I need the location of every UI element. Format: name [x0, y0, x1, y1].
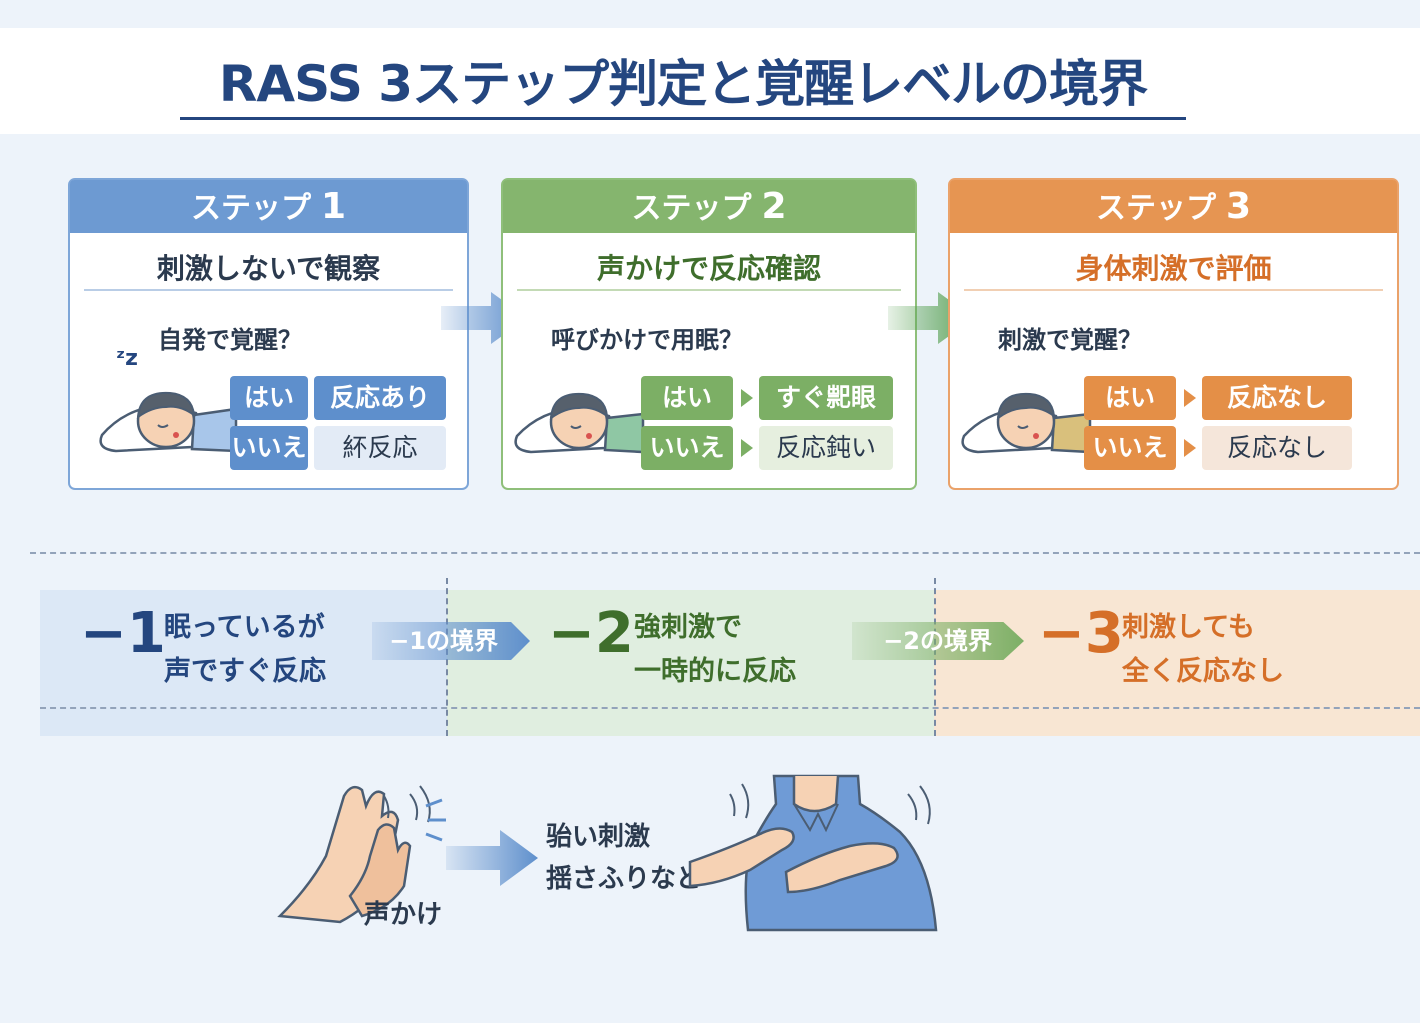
step-3-yes-arrow-icon [1184, 389, 1196, 407]
stimulus-line1: 骀い刺激 [546, 822, 651, 852]
step-3-yes-result: 反応なし [1202, 376, 1352, 420]
level-1-line1: 眠っているが [164, 612, 325, 643]
step-1-header: ステップ 1 [70, 180, 467, 233]
step-1-heading: 刺激しないで観察 [84, 247, 453, 291]
clapping-hands-icon [277, 785, 446, 924]
step-1-no-tag: いいえ [230, 426, 308, 470]
boundary-2-label: −2の境界 [852, 622, 1024, 660]
page-title: RASS 3ステップ判定と覚醒レベルの境界 [180, 48, 1186, 120]
boundary-1-label: −1の境界 [372, 622, 530, 660]
snore-z-icon: ᶻz [116, 346, 138, 371]
step-2-card: ステップ 2 声かけで反応確認 呼びかけで用眠？ はい すぐ䄐眼 いいえ 反応鈍い [501, 178, 917, 490]
step-1-question: 自発で覚醒？ [158, 326, 302, 354]
step-1-card: ステップ 1 刺激しないで観察 自発で覚醒？ ᶻz はい 反応あり いいえ 紑反応 [68, 178, 469, 490]
step-1-yes-result: 反応あり [314, 376, 446, 420]
step-3-number: 3 [1225, 186, 1252, 227]
stimulus-arrow-icon [446, 830, 538, 886]
step-2-yes-arrow-icon [741, 389, 753, 407]
step-3-card: ステップ 3 身体刺激で評価 刺激で覚醒？ はい 反応なし いいえ 反応なし [948, 178, 1399, 490]
level-3-line2: 全く反応なし [1122, 656, 1284, 687]
step-2-heading: 声かけで反応確認 [517, 247, 901, 291]
step-3-heading: 身体刺激で評価 [964, 247, 1383, 291]
step-2-no-tag: いいえ [641, 426, 733, 470]
step-2-number: 2 [761, 186, 787, 227]
step-3-no-result: 反応なし [1202, 426, 1352, 470]
step-2-no-arrow-icon [741, 439, 753, 457]
step-3-question: 刺激で覚醒？ [998, 326, 1142, 354]
step-3-yes-tag: はい [1084, 376, 1176, 420]
sleeping-patient-icon [514, 392, 645, 454]
step-1-no-result: 紑反応 [314, 426, 446, 470]
level-3-value: −3 [1038, 601, 1124, 666]
level-1-line2: 声ですぐ反応 [164, 656, 326, 687]
step-3-label: ステップ [1095, 191, 1216, 226]
level-3-zone [934, 590, 1420, 736]
step-3-no-tag: いいえ [1084, 426, 1176, 470]
stimulus-line2: 揺さふりなど [546, 864, 703, 894]
level-2-zone [447, 590, 934, 736]
title-band [0, 28, 1420, 134]
level-2-line1: 強刺激で [634, 612, 742, 643]
step-2-label: ステップ [631, 191, 752, 226]
level-1-zone [40, 590, 447, 736]
level-2-value: −2 [548, 601, 634, 666]
level-1-value: −1 [80, 601, 166, 666]
level-2-line2: 一時的に反応 [634, 656, 796, 687]
step-1-yes-tag: はい [230, 376, 308, 420]
step-3-no-arrow-icon [1184, 439, 1196, 457]
sleeping-patient-icon [961, 392, 1092, 454]
step-3-header: ステップ 3 [950, 180, 1397, 233]
shoulder-shake-icon [688, 774, 938, 932]
step-2-no-result: 反応鈍い [759, 426, 893, 470]
step-1-label: ステップ [190, 191, 311, 226]
step-2-question: 呼びかけで用眠？ [551, 326, 743, 354]
step-1-number: 1 [320, 186, 347, 227]
step-2-header: ステップ 2 [503, 180, 915, 233]
zone-top-divider [30, 552, 1420, 554]
step-2-yes-tag: はい [641, 376, 733, 420]
voice-label: 声かけ [364, 900, 443, 930]
level-3-line1: 刺激しても [1122, 612, 1255, 643]
zone-bottom-divider [40, 707, 1420, 709]
step-2-yes-result: すぐ䄐眼 [759, 376, 893, 420]
